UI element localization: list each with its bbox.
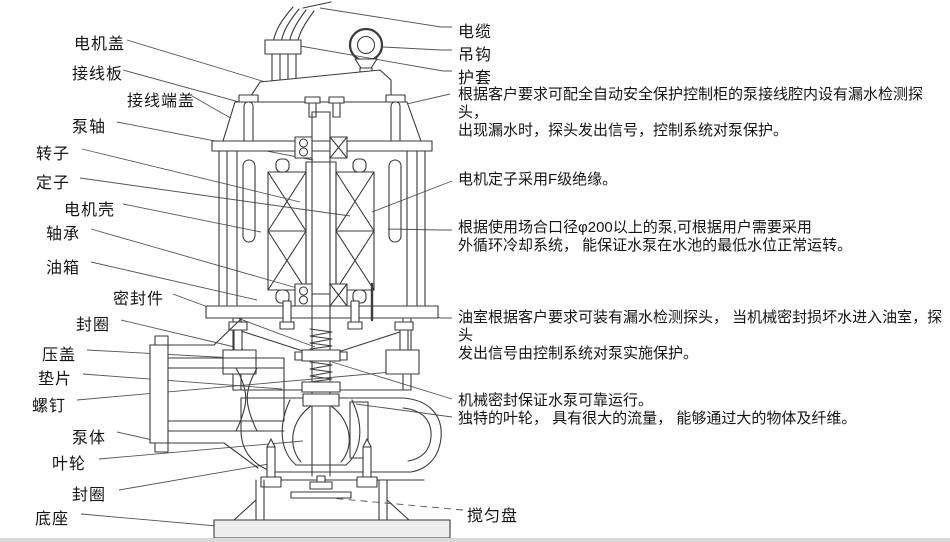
label-seal-ring-upper: 封圈 — [76, 317, 111, 334]
label-stator: 定子 — [36, 175, 71, 192]
leader-screw — [76, 371, 393, 401]
note-impeller-flow: 独特的叶轮， 具有很大的流量， 能够通过大的物体及纤维。 — [458, 410, 857, 427]
leader-bearing — [90, 228, 298, 289]
impeller-drawing — [281, 393, 361, 466]
scan-artifact-strip — [0, 538, 950, 542]
label-motor-housing: 电机壳 — [64, 202, 116, 219]
leader-note-impeller — [355, 403, 453, 418]
tie-bolts-drawing — [238, 94, 406, 148]
leader-note-mechanical-seal — [331, 361, 453, 400]
label-oil-tank: 油箱 — [46, 260, 81, 277]
label-cable: 电缆 — [458, 24, 493, 41]
leader-hook — [382, 46, 452, 51]
leader-note-insulation — [371, 180, 453, 213]
pump-body-graphics — [149, 1, 451, 539]
agitating-disc-drawing — [290, 475, 352, 499]
leader-agitating-disc — [329, 497, 464, 511]
label-pump-shaft: 泵轴 — [72, 119, 107, 136]
label-rotor: 转子 — [36, 146, 71, 163]
leader-seal-ring-lower — [118, 463, 270, 491]
rotor-stator-drawing — [267, 158, 375, 304]
label-pump-body: 泵体 — [72, 430, 107, 447]
motor-cover-drawing — [246, 69, 398, 103]
cable-drawing — [264, 1, 332, 105]
leader-cable — [319, 7, 452, 28]
leader-seal-ring-upper — [120, 319, 244, 350]
label-impeller: 叶轮 — [52, 456, 87, 473]
bearings-drawing — [294, 136, 348, 307]
leader-sheath — [299, 45, 452, 72]
motor-housing-drawing — [205, 140, 439, 319]
discharge-pipe-drawing — [149, 317, 285, 469]
note-oil-chamber: 油室根据客户要求可装有漏水检测探头， 当机械密封损坏水进入油室，探头 发出信号由… — [458, 309, 943, 362]
mechanical-seal-drawing — [294, 328, 348, 393]
leader-oil-tank — [90, 261, 258, 301]
base-stand-drawing — [213, 479, 451, 539]
bottom-bolts-drawing — [260, 438, 378, 488]
leader-seal-part — [172, 293, 316, 348]
note-leak-detection: 根据客户要求可配全自动安全保护控制柜的泵接线腔内设有漏水检测探头， 出现漏水时，… — [458, 86, 924, 139]
label-sheath: 护套 — [458, 70, 493, 87]
label-gasket: 垫片 — [38, 371, 73, 388]
leader-rotor — [81, 148, 301, 203]
note-cooling: 根据使用场合口径φ200以上的泵,可根据用户需要采用 外循环冷却系统， 能保证水… — [458, 219, 853, 254]
note-insulation: 电机定子采用F级绝缘。 — [458, 171, 618, 188]
leader-gasket — [82, 373, 283, 390]
leader-motor-housing — [122, 203, 262, 233]
label-base: 底座 — [35, 511, 70, 528]
label-seal-ring-lower: 封圈 — [72, 487, 107, 504]
leader-motor-cover — [126, 39, 273, 85]
label-motor-cover: 电机盖 — [74, 36, 126, 53]
leader-stator — [79, 177, 351, 217]
label-bearing: 轴承 — [46, 226, 81, 243]
label-terminal-board: 接线板 — [72, 66, 124, 83]
label-hook: 吊钩 — [458, 47, 493, 64]
gland-bolts-drawing — [222, 321, 420, 375]
label-gland: 压盖 — [42, 347, 77, 364]
label-terminal-end-cover: 接线端盖 — [127, 93, 196, 110]
label-screw: 螺钉 — [32, 398, 67, 415]
note-mechanical-seal: 机械密封保证水泵可靠运行。 — [458, 392, 654, 409]
label-seal-part: 密封件 — [113, 291, 165, 308]
label-agitating-disc: 搅匀盘 — [467, 508, 519, 525]
leader-note-cooling — [387, 228, 452, 231]
